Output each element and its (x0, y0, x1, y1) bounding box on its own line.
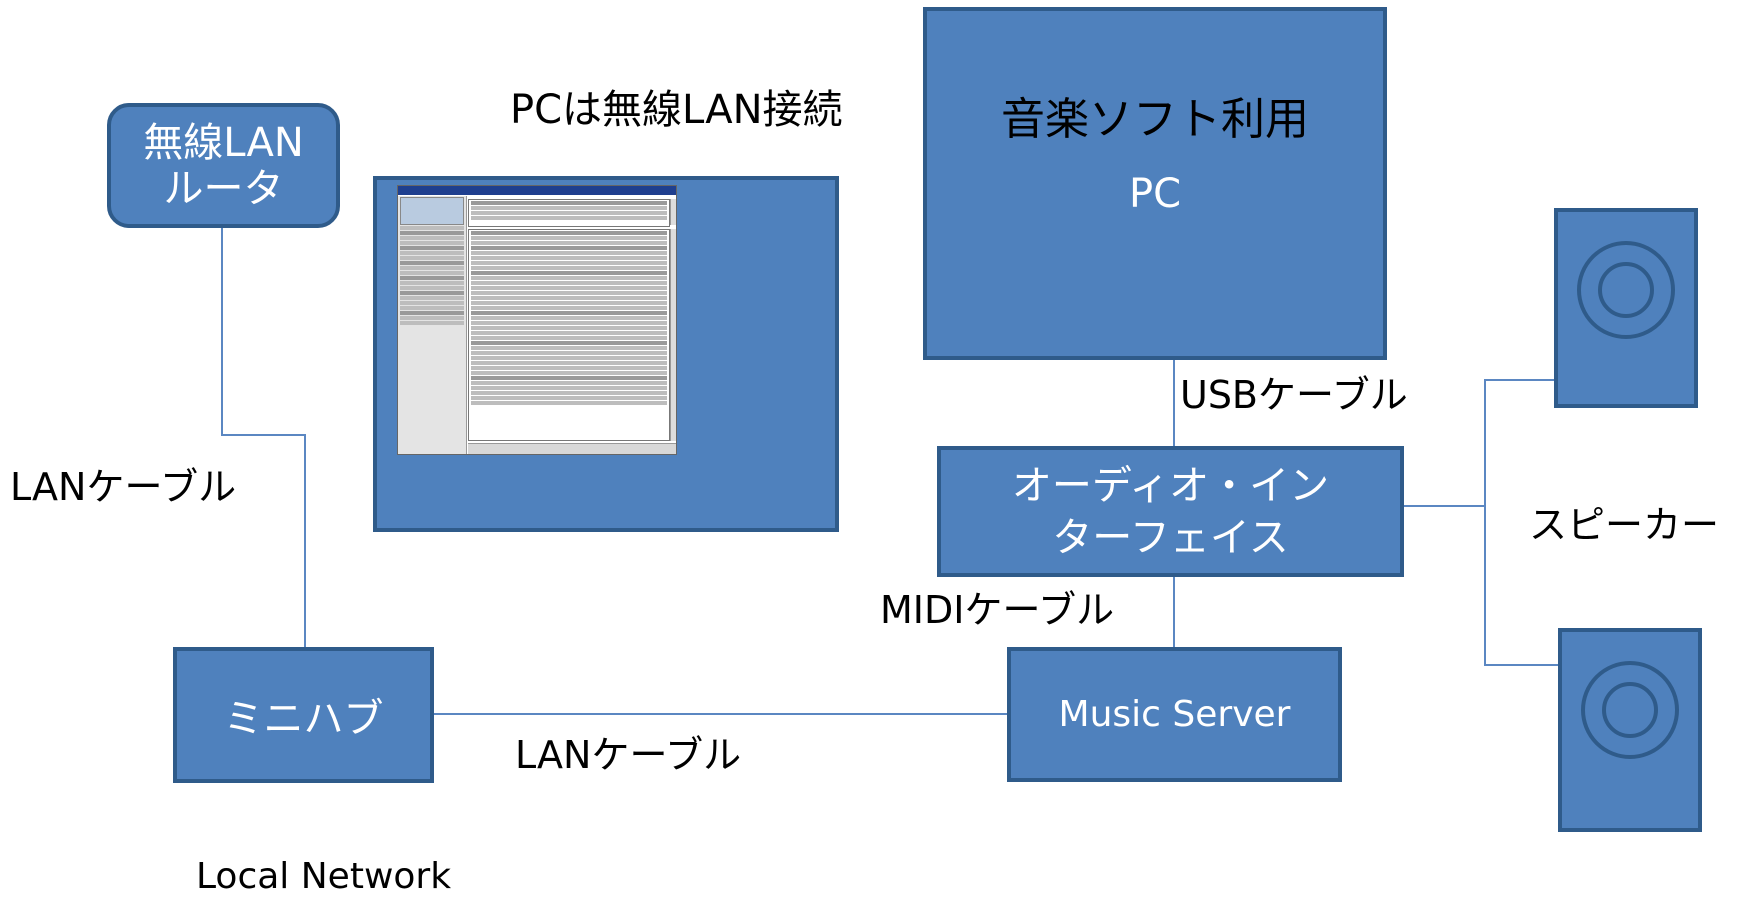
thumbnail-right-panel (468, 196, 676, 454)
mini-hub-box: ミニハブ (173, 647, 434, 783)
speaker-branch-line (1484, 379, 1560, 666)
pc-box-subtitle: PC (1128, 171, 1182, 217)
lan-cable-label-vertical: LANケーブル (10, 465, 237, 509)
audio-interface-label-line2: ターフェイス (1052, 514, 1289, 561)
usb-cable-label: USBケーブル (1180, 373, 1408, 417)
lan-cable-router-hub (221, 228, 306, 648)
midi-cable-label: MIDIケーブル (880, 588, 1115, 632)
audio-interface-box: オーディオ・イン ターフェイス (937, 446, 1404, 577)
thumbnail-left-panel (398, 196, 467, 454)
thumbnail-titlebar (398, 186, 676, 195)
pc-wireless-label: PCは無線LAN接続 (510, 87, 843, 133)
speaker-top (1554, 208, 1698, 408)
lan-cable-label-horizontal: LANケーブル (515, 733, 742, 777)
pc-box: 音楽ソフト利用 PC (923, 7, 1387, 360)
speaker-bottom (1558, 628, 1702, 832)
speakers-label: スピーカー (1529, 503, 1720, 547)
mini-hub-label: ミニハブ (223, 696, 384, 742)
wireless-router-label-line1: 無線LAN (143, 119, 304, 166)
software-screenshot-thumbnail (397, 185, 677, 455)
local-network-label: Local Network (196, 856, 452, 897)
pc-box-title: 音楽ソフト利用 (1001, 94, 1309, 145)
wireless-router-box: 無線LAN ルータ (107, 103, 340, 228)
music-server-label: Music Server (1058, 694, 1291, 735)
wireless-router-label-line2: ルータ (163, 165, 284, 212)
audio-interface-label-line1: オーディオ・イン (1011, 462, 1330, 509)
music-server-box: Music Server (1007, 647, 1342, 782)
